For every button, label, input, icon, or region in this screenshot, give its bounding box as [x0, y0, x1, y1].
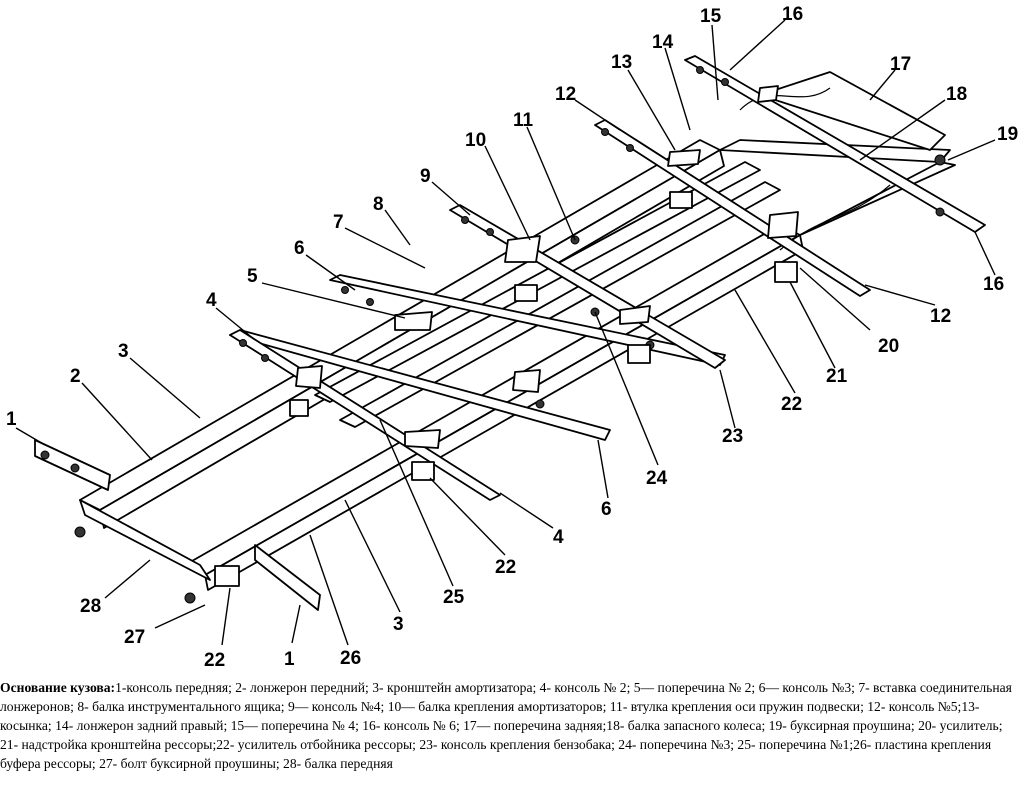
callout-12-rear: 12	[930, 306, 951, 327]
callout-8: 8	[373, 194, 384, 215]
callout-21: 21	[826, 366, 848, 387]
callout-4: 4	[206, 290, 217, 311]
callout-23: 23	[722, 426, 743, 447]
callout-numbers: 1 2 3 4 5 6 7 8 9 10 11 12 13 14 15 16 1…	[6, 4, 1018, 671]
callout-9: 9	[420, 166, 431, 187]
inner-rails	[314, 161, 781, 428]
callout-19: 19	[997, 124, 1018, 145]
callout-25: 25	[443, 587, 465, 608]
callout-22-mid: 22	[495, 557, 516, 578]
figure-caption: Основание кузова:1-консоль передняя; 2- …	[0, 678, 1018, 773]
callout-15: 15	[700, 6, 722, 27]
callout-10: 10	[465, 130, 486, 151]
callout-11: 11	[513, 110, 534, 131]
callout-17: 17	[890, 54, 911, 75]
callout-13: 13	[611, 52, 632, 73]
callout-14: 14	[652, 32, 674, 53]
callout-5: 5	[247, 266, 258, 287]
callout-4-lower: 4	[553, 527, 564, 548]
front-frame-section	[34, 439, 321, 611]
callout-22: 22	[781, 394, 802, 415]
caption-title: Основание кузова:	[0, 680, 116, 695]
callout-7: 7	[333, 212, 344, 233]
callout-6: 6	[294, 238, 305, 259]
callout-16: 16	[782, 4, 803, 25]
callout-1: 1	[6, 409, 17, 430]
callout-28: 28	[80, 596, 101, 617]
callout-12: 12	[555, 84, 576, 105]
vehicle-frame-drawing: 1 2 3 4 5 6 7 8 9 10 11 12 13 14 15 16 1…	[6, 4, 1018, 671]
callout-24: 24	[646, 468, 668, 489]
gusset-plates	[295, 85, 799, 449]
callout-leaders	[15, 19, 996, 646]
callout-3-lower: 3	[393, 614, 404, 635]
callout-6-lower: 6	[601, 499, 612, 520]
callout-18: 18	[946, 84, 967, 105]
callout-1-lower: 1	[284, 649, 295, 670]
callout-3: 3	[118, 341, 129, 362]
callout-16-rear: 16	[983, 274, 1004, 295]
callout-20: 20	[878, 336, 899, 357]
callout-26: 26	[340, 648, 361, 669]
caption-legend-text: 1-консоль передняя; 2- лонжерон передний…	[0, 680, 1012, 771]
callout-27: 27	[124, 627, 145, 648]
callout-2: 2	[70, 366, 81, 387]
shock-brackets	[214, 191, 798, 587]
callout-22-front: 22	[204, 650, 225, 671]
